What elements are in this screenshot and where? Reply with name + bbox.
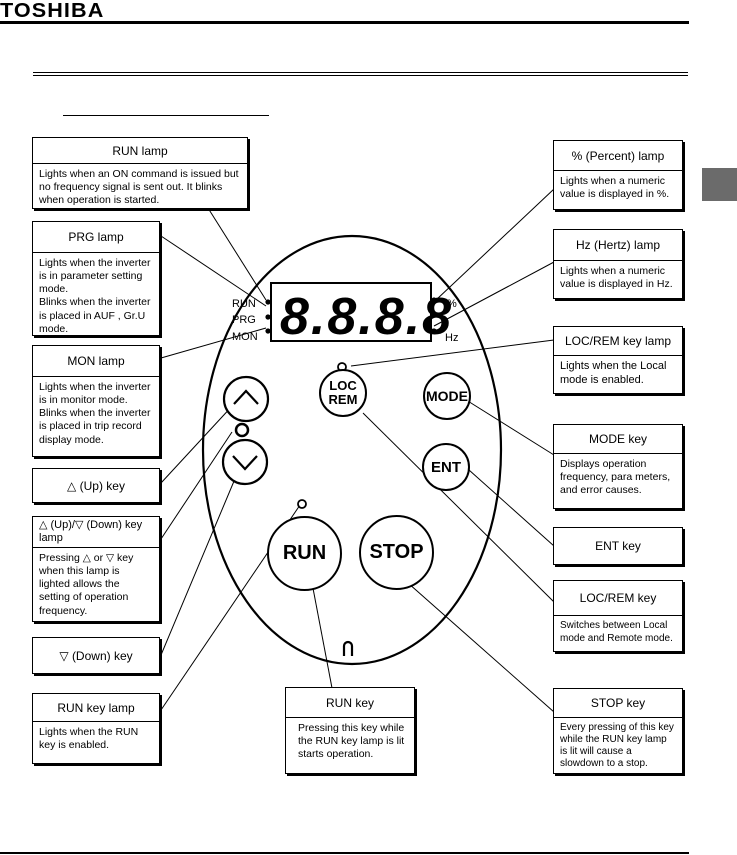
- callout-title: ▽ (Down) key: [59, 648, 133, 663]
- ent-key-label: ENT: [431, 458, 461, 476]
- callout-title: PRG lamp: [33, 222, 159, 253]
- section-rule-bottom: [33, 75, 688, 76]
- down-key[interactable]: [220, 437, 270, 487]
- updown-key-lamp: [234, 422, 250, 438]
- callout-title: △ (Up)/▽ (Down) key lamp: [33, 517, 159, 548]
- ent-key[interactable]: ENT: [422, 443, 470, 491]
- locrem-key[interactable]: LOC REM: [319, 369, 367, 417]
- callout-down-key: ▽ (Down) key: [32, 637, 160, 674]
- leader-run-key: [311, 582, 333, 689]
- callout-locrem-lamp: LOC/REM key lamp Lights when the Local m…: [553, 326, 683, 394]
- leader-percent-lamp: [435, 188, 555, 301]
- led-display: [270, 282, 432, 342]
- section-rule-top: [33, 72, 688, 73]
- up-key[interactable]: [221, 374, 271, 424]
- callout-title: MON lamp: [33, 346, 159, 377]
- callout-body: Pressing △ or ▽ key when this lamp is li…: [39, 552, 134, 617]
- mode-key[interactable]: MODE: [423, 372, 471, 420]
- callout-body: Lights when a numeric value is displayed…: [560, 265, 673, 291]
- mon-lamp-label: MON: [232, 331, 258, 343]
- callout-title: STOP key: [554, 689, 682, 718]
- callout-title: RUN key: [286, 688, 414, 718]
- callout-title: Hz (Hertz) lamp: [554, 230, 682, 261]
- callout-prg-lamp: PRG lamp Lights when the inverter is in …: [32, 221, 160, 336]
- leader-locrem-key: [362, 412, 555, 603]
- locrem-key-label-rem: REM: [328, 392, 358, 407]
- leader-hz-lamp: [433, 261, 555, 327]
- chapter-tab: [702, 168, 737, 201]
- footer-rule: [0, 852, 689, 854]
- panel-outline: [201, 234, 503, 666]
- toshiba-logo: TOSHIBA: [0, 0, 105, 22]
- callout-mon-lamp: MON lamp Lights when the inverter is in …: [32, 345, 160, 457]
- leader-mode-key: [462, 397, 555, 456]
- prg-lamp-label: PRG: [232, 314, 256, 326]
- callout-title: RUN key lamp: [33, 694, 159, 722]
- leader-updown-lamp: [160, 431, 233, 540]
- callout-title: △ (Up) key: [67, 478, 125, 493]
- stop-key[interactable]: STOP: [359, 515, 434, 590]
- percent-lamp-label: %: [447, 298, 457, 310]
- stop-key-label: STOP: [369, 541, 424, 563]
- mode-key-label: MODE: [426, 388, 468, 404]
- callout-ent-key: ENT key: [553, 527, 683, 565]
- callout-run-key-lamp: RUN key lamp Lights when the RUN key is …: [32, 693, 160, 764]
- run-key-label: RUN: [282, 542, 327, 564]
- callout-body: Lights when the inverter is in monitor m…: [39, 381, 151, 446]
- callout-body: Displays operation frequency, para meter…: [560, 458, 671, 497]
- locrem-key-label-loc: LOC: [329, 378, 357, 394]
- run-key[interactable]: RUN: [267, 516, 342, 591]
- chevron-down-icon: [232, 455, 258, 471]
- chevron-up-icon: [233, 389, 259, 405]
- callout-body: Switches between Local mode and Remote m…: [560, 620, 673, 644]
- panel-bottom-mark: [342, 640, 354, 656]
- callout-up-key: △ (Up) key: [32, 468, 160, 503]
- callout-body: Lights when a numeric value is displayed…: [560, 175, 670, 201]
- callout-body: Lights when the inverter is in parameter…: [39, 257, 151, 335]
- callout-title: LOC/REM key: [554, 581, 682, 616]
- callout-body: Every pressing of this key while the RUN…: [560, 722, 674, 769]
- callout-run-key: RUN key Pressing this key while the RUN …: [285, 687, 415, 774]
- header-rule: [0, 21, 689, 24]
- run-key-lamp: [297, 499, 307, 509]
- callout-title: RUN lamp: [33, 138, 247, 164]
- leader-stop-key: [407, 582, 555, 713]
- display-lamp-dots: [265, 297, 437, 334]
- callout-mode-key: MODE key Displays operation frequency, p…: [553, 424, 683, 509]
- display-digits: 8.8.8.8: [280, 288, 453, 346]
- callout-hz-lamp: Hz (Hertz) lamp Lights when a numeric va…: [553, 229, 683, 299]
- callout-updown-lamp: △ (Up)/▽ (Down) key lamp Pressing △ or ▽…: [32, 516, 160, 622]
- leader-locrem-lamp: [350, 339, 555, 367]
- callout-run-lamp: RUN lamp Lights when an ON command is is…: [32, 137, 248, 209]
- hz-lamp-label: Hz: [445, 332, 458, 344]
- callout-percent-lamp: % (Percent) lamp Lights when a numeric v…: [553, 140, 683, 210]
- callout-body: Pressing this key while the RUN key lamp…: [298, 722, 405, 761]
- callout-title: LOC/REM key lamp: [554, 327, 682, 356]
- callout-title: MODE key: [554, 425, 682, 454]
- callout-body: Lights when an ON command is issued but …: [39, 168, 239, 207]
- callout-body: Lights when the RUN key is enabled.: [39, 726, 139, 752]
- leader-down-key: [160, 473, 238, 656]
- leader-mon-lamp: [160, 327, 267, 359]
- callout-locrem-key: LOC/REM key Switches between Local mode …: [553, 580, 683, 652]
- callout-title: % (Percent) lamp: [554, 141, 682, 171]
- run-lamp-label: RUN: [232, 298, 256, 310]
- callout-body: Lights when the Local mode is enabled.: [560, 360, 667, 386]
- leader-ent-key: [468, 469, 555, 547]
- subheading-underline: [63, 115, 269, 116]
- callout-title: ENT key: [595, 539, 641, 553]
- callout-stop-key: STOP key Every pressing of this key whil…: [553, 688, 683, 774]
- leader-up-key: [160, 403, 235, 484]
